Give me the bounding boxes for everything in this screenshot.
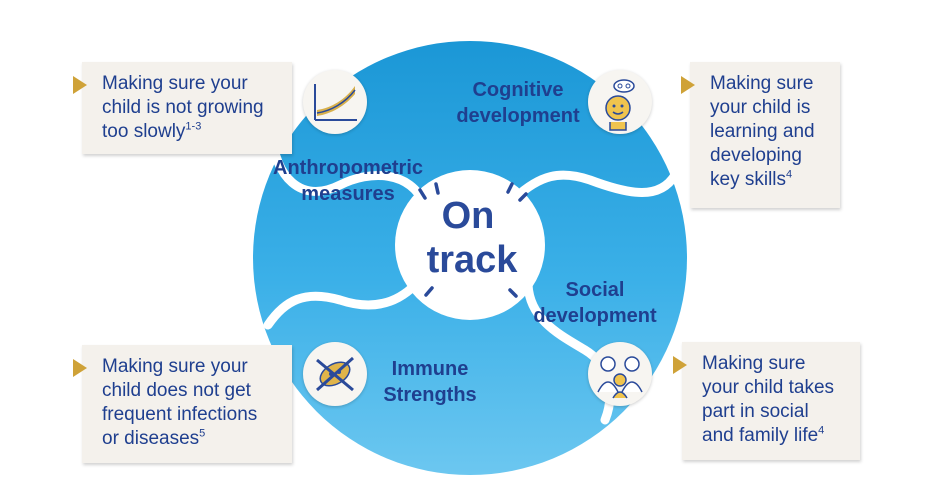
note-infections-ref: 5 — [199, 427, 206, 440]
center-circle — [395, 170, 545, 320]
family-icon — [588, 342, 652, 406]
crossed-out-germ-icon — [303, 342, 367, 406]
note-infections: Making sure your child does not get freq… — [73, 345, 292, 463]
immune-label-line1: Immune — [391, 358, 469, 380]
note-social: Making sure your child takes part in soc… — [673, 342, 860, 460]
sparkle-marks — [418, 182, 528, 298]
social-label-line1: Social — [565, 279, 625, 301]
arrow-marker-icon — [73, 359, 87, 377]
arrow-marker-icon — [681, 76, 695, 94]
note-learning: Making sure your child is learning and d… — [681, 62, 840, 208]
center-text-track: track — [427, 239, 519, 281]
immune-label-line2: Strengths — [383, 384, 477, 406]
social-label-line2: development — [533, 305, 657, 327]
note-learning-text: Making sure your child is learning and d… — [710, 73, 815, 190]
arrow-marker-icon — [673, 356, 687, 374]
note-learning-ref: 4 — [786, 168, 793, 181]
center-text-on: On — [442, 195, 495, 237]
cognitive-label-line2: development — [456, 105, 580, 127]
growth-chart-icon — [303, 70, 367, 134]
note-growth: Making sure your child is not growing to… — [73, 62, 292, 154]
anthropometric-label: Anthropometric measures — [268, 155, 428, 207]
note-growth-ref: 1-3 — [185, 120, 202, 133]
cognitive-label: Cognitive development — [448, 77, 588, 129]
note-growth-text: Making sure your child is not growing to… — [102, 73, 264, 142]
note-infections-text: Making sure your child does not get freq… — [102, 356, 258, 449]
cognitive-label-line1: Cognitive — [472, 79, 564, 101]
anthropometric-label-line1: Anthropometric — [273, 157, 423, 179]
arrow-marker-icon — [73, 76, 87, 94]
note-social-text: Making sure your child takes part in soc… — [702, 353, 835, 446]
note-social-ref: 4 — [818, 424, 825, 437]
social-label: Social development — [520, 277, 670, 329]
anthropometric-label-line2: measures — [301, 183, 395, 205]
immune-label: Immune Strengths — [370, 356, 490, 408]
thinking-child-icon — [588, 70, 652, 134]
